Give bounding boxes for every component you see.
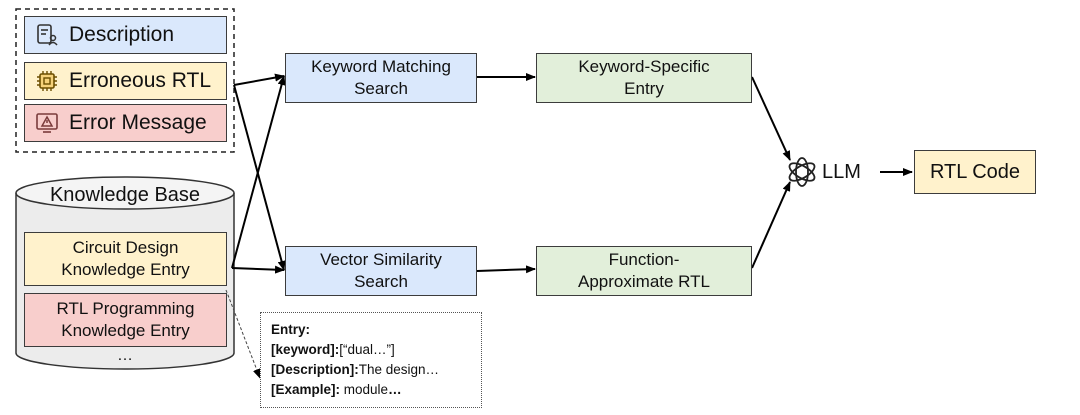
arrow-rtl-to-vector-search	[233, 84, 286, 271]
llm-label: LLM	[822, 161, 861, 183]
arrow-rtl-to-keyword-search	[233, 73, 285, 86]
entry-keyword-label: [keyword]:	[271, 342, 340, 357]
approx-rtl-line1: Function-	[608, 250, 680, 269]
arrow-entry-to-llm	[751, 76, 791, 161]
entry-keyword-value: [“dual…”]	[339, 342, 395, 357]
keyword-entry-line1: Keyword-Specific	[578, 57, 710, 76]
rtl-code-label: RTL Code	[929, 160, 1021, 183]
vector-search-line1: Vector Similarity	[320, 250, 442, 269]
callout-arrow	[225, 289, 261, 379]
rtl-programming-line2: Knowledge Entry	[61, 321, 190, 340]
keyword-specific-entry-box: Keyword-Specific Entry	[536, 53, 752, 103]
circuit-design-line2: Knowledge Entry	[61, 260, 190, 279]
entry-example-tail: …	[388, 382, 402, 397]
erroneous-rtl-label: Erroneous RTL	[69, 69, 212, 92]
erroneous-rtl-box: Erroneous RTL	[24, 62, 227, 100]
rtl-code-box: RTL Code	[914, 150, 1036, 194]
arrow-vector-search-to-rtl	[476, 265, 536, 274]
chip-icon	[37, 71, 57, 91]
knowledge-base-ellipsis: …	[117, 347, 133, 364]
entry-title-line: Entry:	[271, 320, 471, 340]
entry-keyword-line: [keyword]:[“dual…”]	[271, 340, 471, 360]
warning-monitor-icon	[36, 113, 58, 133]
description-box: Description	[24, 16, 227, 54]
entry-description-value: The design…	[358, 362, 440, 377]
arrow-kb-to-keyword-search	[231, 75, 286, 269]
rtl-programming-line1: RTL Programming	[56, 299, 195, 318]
document-user-icon	[37, 24, 58, 46]
input-group-frame	[15, 8, 235, 153]
arrow-rtl-to-llm	[751, 181, 791, 269]
entry-description-line: [Description]:The design…	[271, 360, 471, 380]
circuit-design-entry: Circuit Design Knowledge Entry	[24, 232, 227, 286]
keyword-matching-search-box: Keyword Matching Search	[285, 53, 477, 103]
llm-logo-icon	[788, 157, 816, 187]
entry-description-label: [Description]:	[271, 362, 359, 377]
entry-example-line: [Example]: module…	[271, 380, 471, 400]
function-approximate-rtl-box: Function- Approximate RTL	[536, 246, 752, 296]
rtl-programming-entry: RTL Programming Knowledge Entry	[24, 293, 227, 347]
error-message-label: Error Message	[69, 111, 207, 134]
arrow-kb-to-vector-search	[231, 265, 285, 274]
entry-title: Entry:	[271, 322, 311, 337]
vector-similarity-search-box: Vector Similarity Search	[285, 246, 477, 296]
description-label: Description	[69, 23, 175, 46]
entry-example-label: [Example]:	[271, 382, 341, 397]
knowledge-base-title: Knowledge Base	[49, 184, 201, 206]
keyword-entry-line2: Entry	[624, 79, 664, 98]
vector-search-line2: Search	[354, 272, 408, 291]
entry-example-value: module	[340, 382, 389, 397]
keyword-search-line2: Search	[354, 79, 408, 98]
circuit-design-line1: Circuit Design	[72, 238, 179, 257]
keyword-search-line1: Keyword Matching	[311, 57, 451, 76]
approx-rtl-line2: Approximate RTL	[578, 272, 710, 291]
error-message-box: Error Message	[24, 104, 227, 142]
entry-example-callout: Entry: [keyword]:[“dual…”] [Description]…	[260, 312, 482, 408]
